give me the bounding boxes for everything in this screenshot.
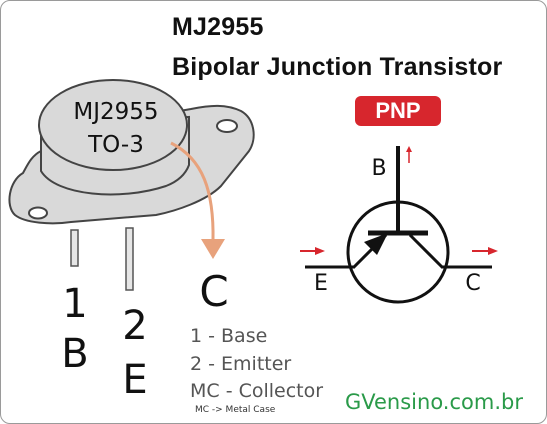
package-cap-top <box>38 79 188 171</box>
emitter-arrow-head <box>364 233 388 255</box>
legend-note: MC -> Metal Case <box>195 405 276 415</box>
pnp-badge: PNP <box>355 96 441 126</box>
pin-2-lead <box>125 227 134 291</box>
mounting-hole-left <box>28 206 48 220</box>
pnp-symbol <box>305 146 492 304</box>
pin-1-lead <box>70 229 79 267</box>
legend-item-collector: MC - Collector <box>190 380 324 402</box>
part-number-title: MJ2955 <box>172 13 264 41</box>
subtitle: Bipolar Junction Transistor <box>172 53 503 81</box>
symbol-base-label: B <box>371 156 386 181</box>
package-case-label: TO-3 <box>87 132 144 158</box>
emitter-current-arrow <box>300 247 325 255</box>
pin-2-letter: E <box>122 357 147 403</box>
pin-1-letter: B <box>61 331 88 377</box>
collector-current-arrow <box>472 247 498 255</box>
website-link[interactable]: GVensino.com.br <box>345 390 523 414</box>
symbol-collector-label: C <box>465 271 480 296</box>
case-arrow-head <box>201 239 225 259</box>
base-current-arrow <box>406 146 412 163</box>
legend-item-emitter: 2 - Emitter <box>190 353 292 375</box>
case-letter: C <box>199 267 228 316</box>
symbol-emitter-label: E <box>314 271 328 296</box>
package-part-label: MJ2955 <box>73 99 158 125</box>
case-arrow-line <box>170 141 215 242</box>
pin-2-number: 2 <box>122 303 147 349</box>
legend-item-base: 1 - Base <box>190 325 268 347</box>
pin-1-number: 1 <box>62 281 87 327</box>
collector-diagonal <box>408 233 444 269</box>
mounting-hole-right <box>216 119 238 133</box>
to3-package <box>8 79 255 291</box>
